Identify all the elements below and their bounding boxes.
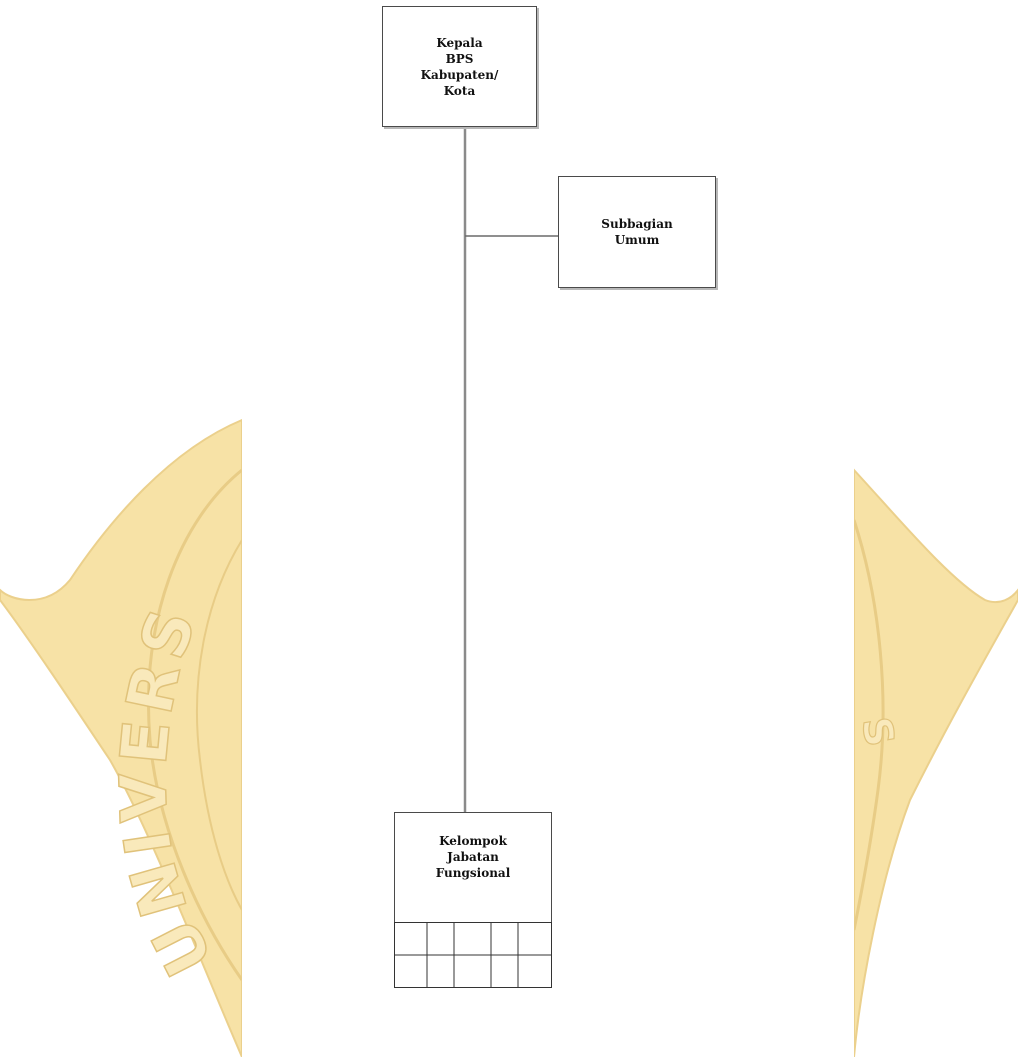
seal-lettering-right: S bbox=[852, 714, 902, 750]
fungsional-member-grid bbox=[394, 922, 552, 988]
node-subbagian-umum: Subbagian Umum bbox=[558, 176, 716, 288]
node-kelompok-jabatan-fungsional-label: Kelompok Jabatan Fungsional bbox=[435, 834, 511, 880]
seal-right-wing bbox=[853, 467, 1018, 1057]
node-kelompok-jabatan-fungsional: Kelompok Jabatan Fungsional bbox=[394, 812, 552, 922]
seal-left-wing bbox=[0, 418, 243, 1057]
node-subbagian-umum-label: Subbagian Umum bbox=[601, 217, 673, 247]
node-kepala-bps: Kepala BPS Kabupaten/ Kota bbox=[382, 6, 537, 127]
seal-ring-left bbox=[146, 468, 244, 981]
node-kepala-bps-label: Kepala BPS Kabupaten/ Kota bbox=[420, 35, 499, 98]
seal-ring-right bbox=[852, 519, 885, 931]
seal-ring-left-inner bbox=[195, 539, 243, 911]
